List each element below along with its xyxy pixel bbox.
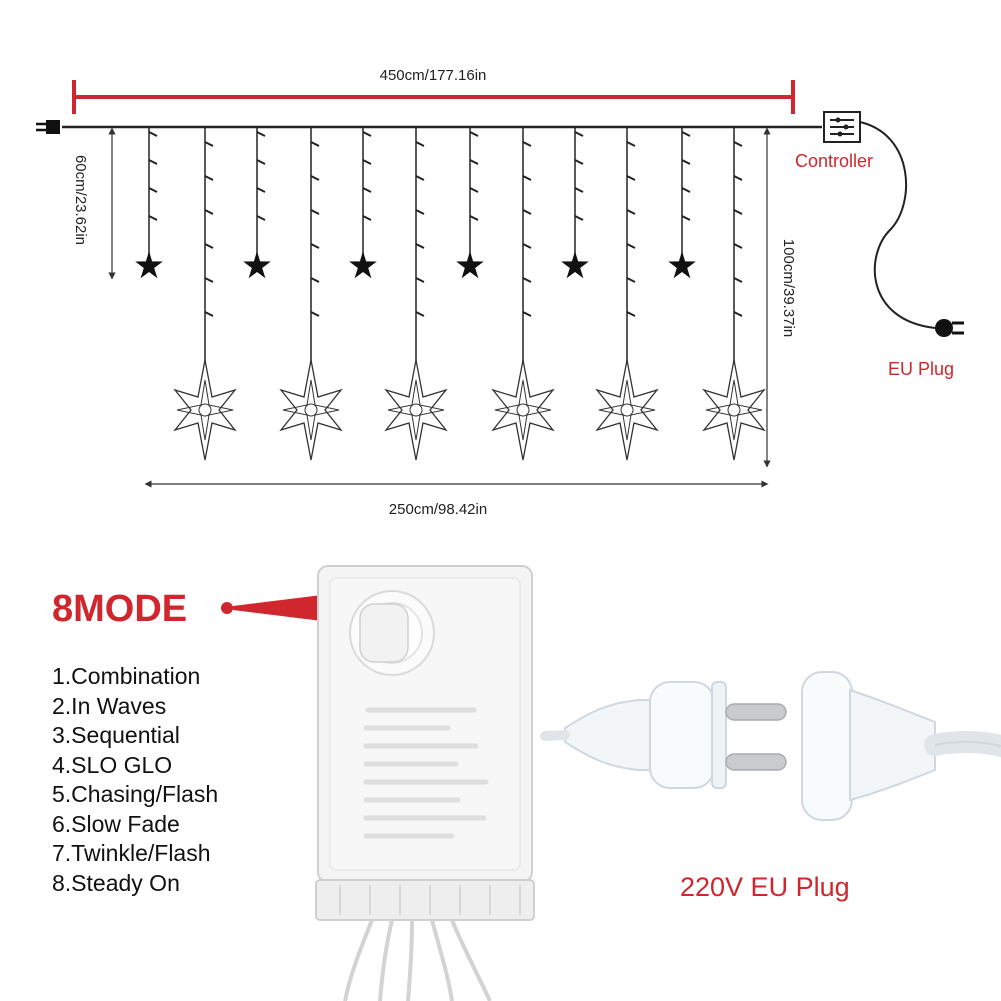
short-drop — [349, 127, 377, 279]
short-drop — [243, 127, 271, 279]
long-drop — [279, 127, 343, 461]
long-drop-label: 100cm/39.37in — [780, 239, 797, 337]
long-drop-dimension: 100cm/39.37in — [763, 127, 797, 468]
bottom-width-label: 250cm/98.42in — [389, 501, 487, 518]
controller-wires — [343, 919, 492, 1001]
controller-label: Controller — [795, 151, 873, 171]
small-star-icon — [135, 251, 163, 279]
small-star-icon — [349, 251, 377, 279]
mode-item: 1.Combination — [52, 663, 201, 689]
width-label: 450cm/177.16in — [380, 67, 487, 84]
embossed-text-lines — [363, 707, 489, 839]
end-connector-icon — [36, 120, 60, 134]
plug-caption: 220V EU Plug — [680, 872, 850, 902]
plug-female — [801, 671, 1001, 821]
large-star-icon — [384, 359, 448, 461]
eu-plug-icon — [935, 319, 964, 337]
small-star-icon — [668, 251, 696, 279]
long-drop — [702, 127, 766, 461]
mode-item: 7.Twinkle/Flash — [52, 840, 211, 866]
short-drop — [668, 127, 696, 279]
controller-box — [315, 565, 535, 1001]
short-drop — [456, 127, 484, 279]
large-star-icon — [595, 359, 659, 461]
short-drop — [561, 127, 589, 279]
long-drop — [173, 127, 237, 461]
small-star-icon — [456, 251, 484, 279]
mode-item: 5.Chasing/Flash — [52, 781, 219, 807]
mode-knob — [349, 590, 435, 676]
width-dimension: 450cm/177.16in — [72, 67, 795, 114]
short-drop — [135, 127, 163, 279]
bottom-width-dimension: 250cm/98.42in — [144, 480, 769, 518]
small-star-icon — [243, 251, 271, 279]
plug-male — [540, 681, 787, 789]
large-star-icon — [279, 359, 343, 461]
mode-item: 8.Steady On — [52, 869, 180, 896]
long-drop — [384, 127, 448, 461]
long-drop — [595, 127, 659, 461]
mode-list: 1.Combination 2.In Waves 3.Sequential 4.… — [52, 662, 218, 898]
mode-item: 4.SLO GLO — [52, 751, 173, 778]
mode-item: 3.Sequential — [52, 722, 180, 748]
large-star-icon — [702, 359, 766, 461]
eu-plug-product — [540, 671, 1001, 821]
large-star-icon — [173, 359, 237, 461]
short-drop-label: 60cm/23.62in — [72, 155, 89, 245]
short-drop-dimension: 60cm/23.62in — [72, 127, 116, 280]
large-star-icon — [491, 359, 555, 461]
long-drop — [491, 127, 555, 461]
power-cable — [859, 121, 936, 329]
eu-plug-label: EU Plug — [888, 359, 954, 379]
mode-item: 6.Slow Fade — [52, 810, 180, 837]
small-star-icon — [561, 251, 589, 279]
mode-title: 8MODE — [52, 588, 188, 630]
controller-icon — [823, 111, 861, 143]
mode-item: 2.In Waves — [52, 692, 167, 719]
